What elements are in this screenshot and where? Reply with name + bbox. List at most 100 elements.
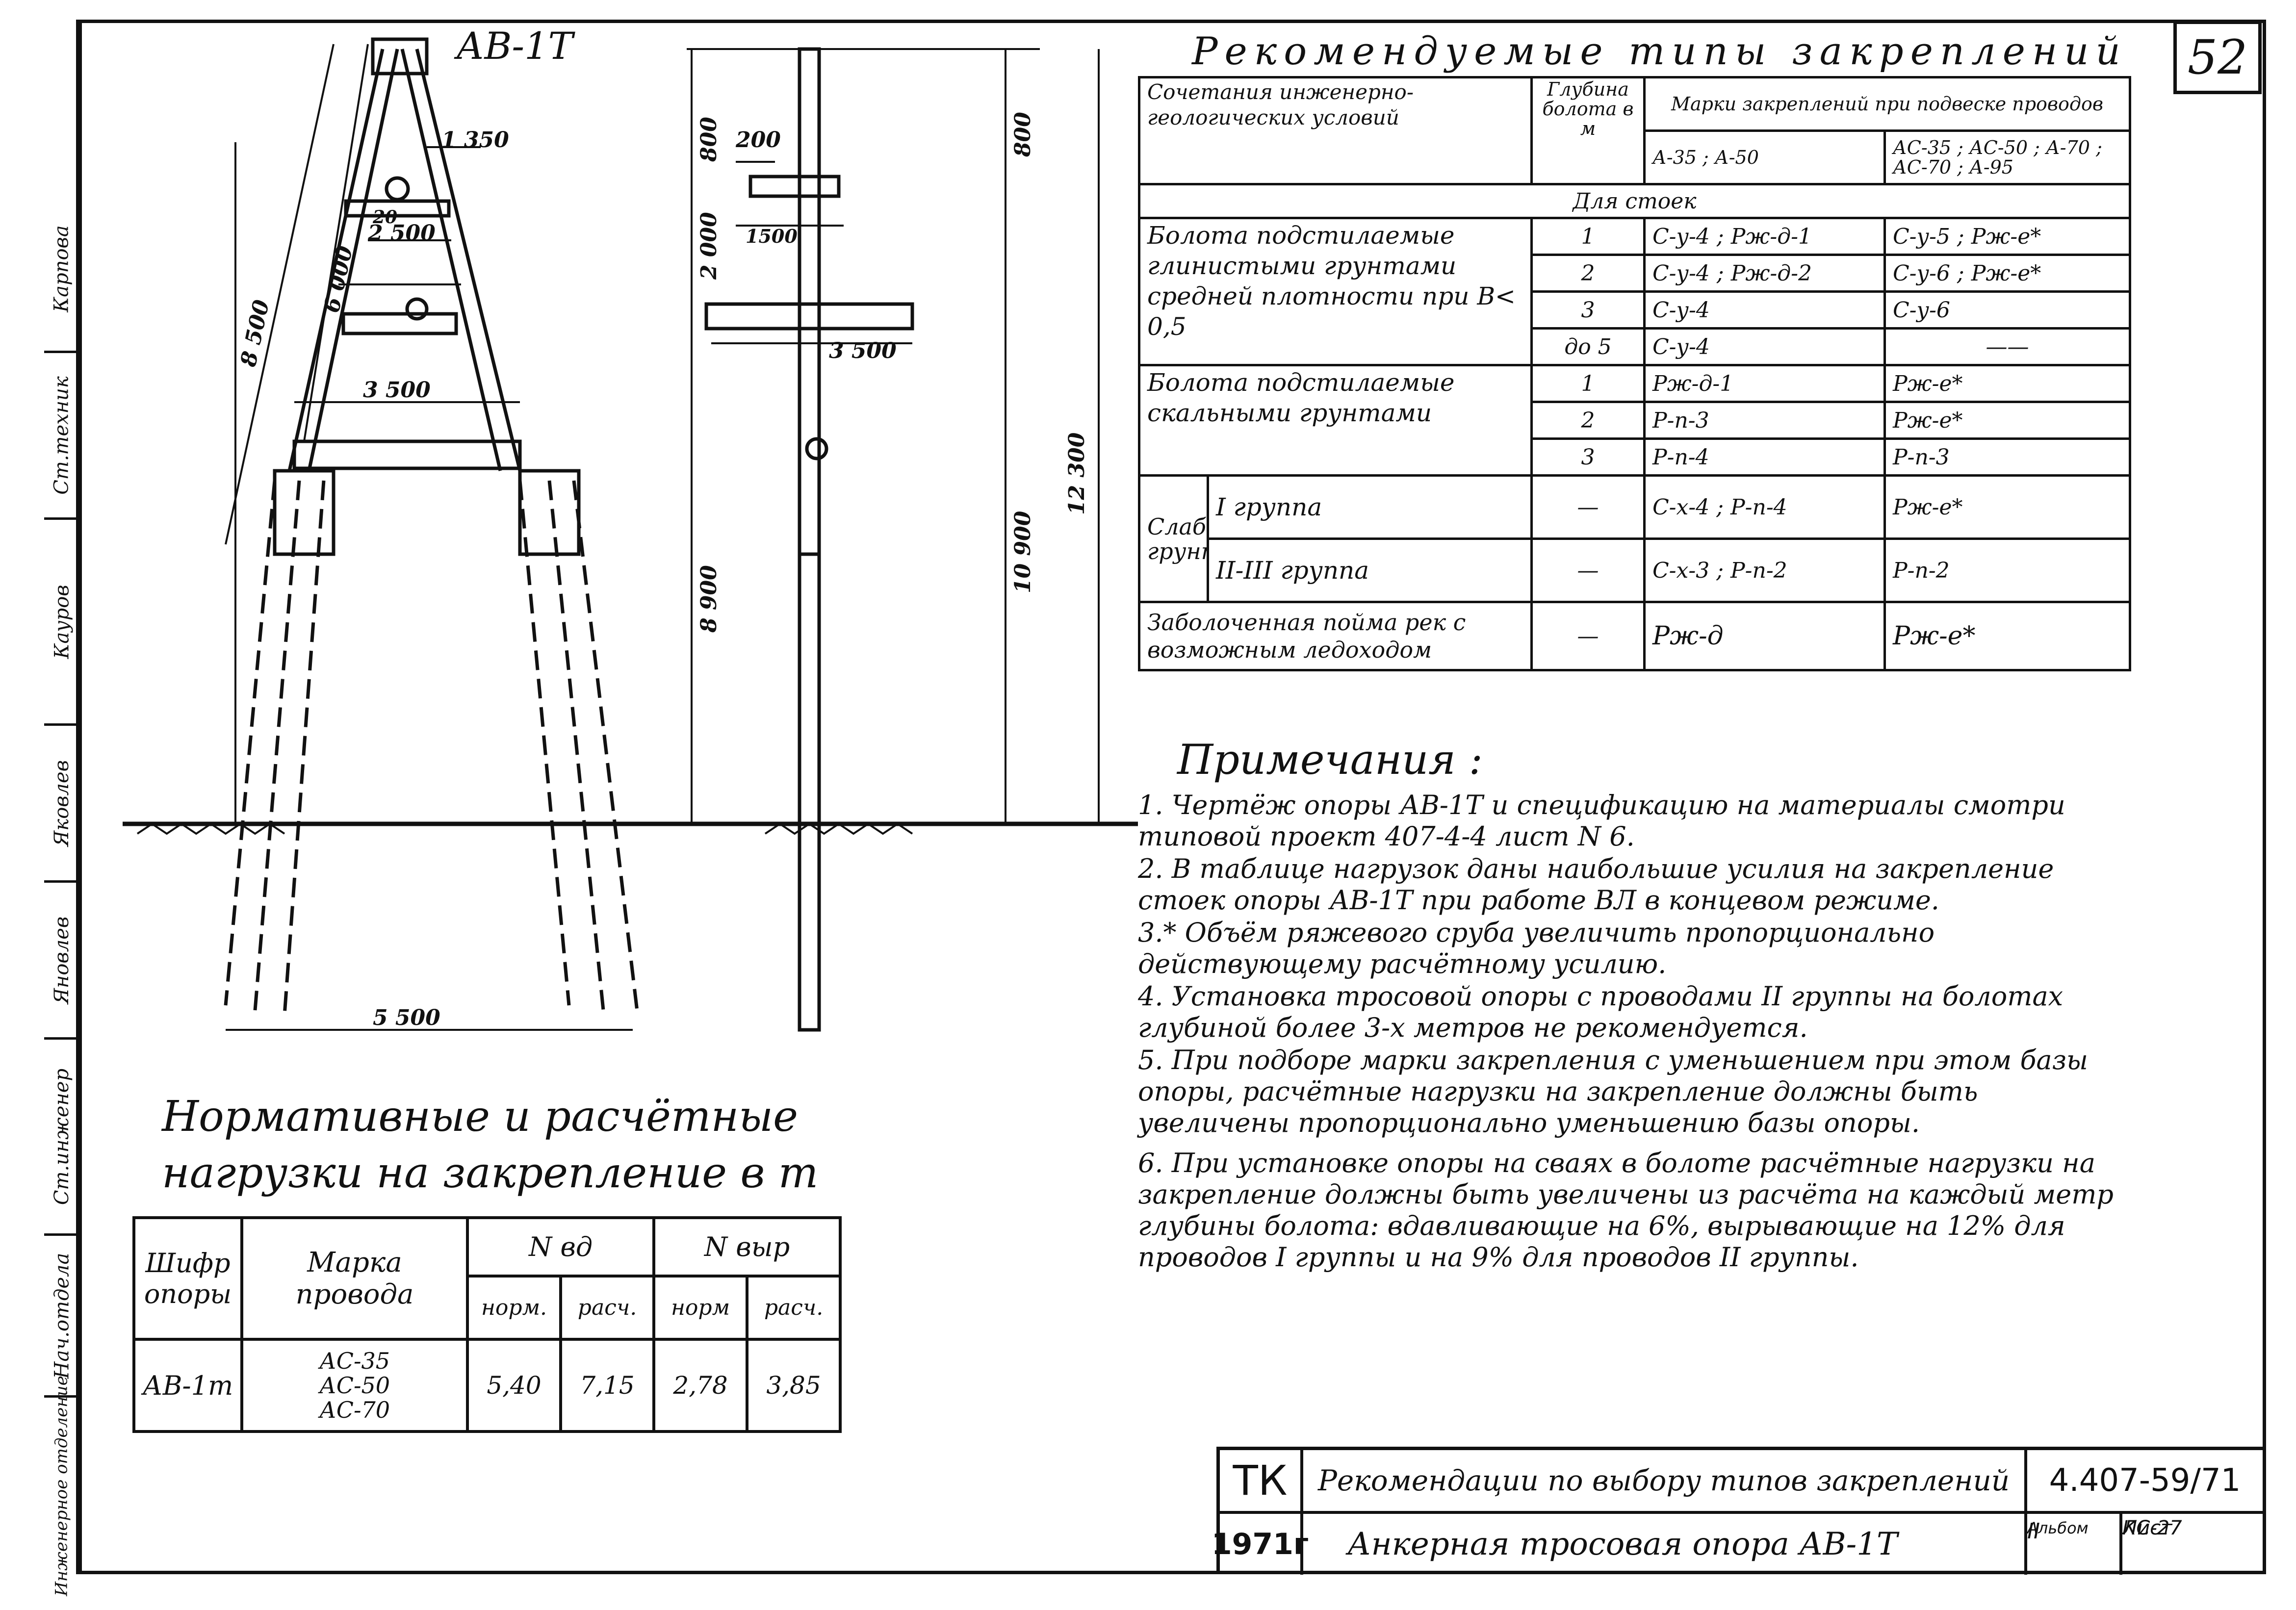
header-norm: норм. xyxy=(466,1274,562,1341)
mark-a-cell: С-х-3 ; Р-п-2 xyxy=(1643,537,1886,603)
mark-a-cell: Рж-д xyxy=(1643,601,1886,671)
mark-b-cell: С-у-6 ; Рж-е* xyxy=(1883,254,2132,293)
cell-code: АВ-1т xyxy=(132,1338,243,1433)
depth-cell: 2 xyxy=(1530,254,1646,293)
header-nvyr: N выр xyxy=(652,1216,842,1278)
depth-cell: 3 xyxy=(1530,290,1646,330)
stamp-sheet-value: КС-27 xyxy=(2122,1517,2182,1539)
recommended-table: Сочетания инженерно-геологических услови… xyxy=(1137,76,2132,671)
mark-a-cell: С-у-4 ; Рж-д-2 xyxy=(1643,254,1886,293)
header-calc: расч. xyxy=(559,1274,656,1341)
section-label: Для стоек xyxy=(1137,183,2132,219)
mark-a-cell: Р-п-3 xyxy=(1643,401,1886,440)
note-item: 3.* Объём ряжевого сруба увеличить пропо… xyxy=(1138,917,1935,979)
recommended-title: Рекомендуемые типы закреплений xyxy=(1192,29,2127,74)
sidebar-signatures: Карпова Ст.техник Кауров Яковлев Яновлев… xyxy=(44,20,79,1596)
sheet-frame xyxy=(78,20,2266,1574)
wire-mark: АС-70 xyxy=(319,1397,390,1423)
header-wire: Марка провода xyxy=(240,1216,469,1341)
depth-cell: — xyxy=(1530,601,1646,671)
loads-title-line: нагрузки на закрепление в т xyxy=(162,1149,819,1198)
note-item: 2. В таблице нагрузок даны наибольшие ус… xyxy=(1138,853,2054,916)
mark-a-cell: С-у-4 ; Рж-д-1 xyxy=(1643,217,1886,256)
mark-b-cell: Рж-е* xyxy=(1883,474,2132,540)
mark-a-cell: С-х-4 ; Р-п-4 xyxy=(1643,474,1886,540)
stamp-album-label: Альбом xyxy=(2027,1519,2089,1537)
sidebar-cell: Карпова xyxy=(44,186,79,353)
depth-cell: 1 xyxy=(1530,217,1646,256)
dim-label: 800 xyxy=(1010,112,1035,157)
title-block: ТК 1971г Рекомендации по выбору типов за… xyxy=(1212,1447,2266,1575)
dim-label: 20 xyxy=(372,207,397,228)
weak-soils-label: Слабые грунты xyxy=(1138,474,1209,603)
depth-cell: 2 xyxy=(1530,401,1646,440)
dim-label: 800 xyxy=(697,117,722,162)
sidebar-cell: Ст.инженер xyxy=(44,1040,79,1236)
depth-cell: 1 xyxy=(1530,364,1646,403)
dim-label: 8 900 xyxy=(697,565,722,633)
stamp-album-value: II xyxy=(2027,1519,2040,1544)
stamp-album: Альбом II xyxy=(2024,1514,2122,1575)
header-marks: Марки закреплений при подвеске проводов xyxy=(1643,76,2132,132)
sidebar-cell: Нач.отдела xyxy=(44,1236,79,1398)
condition-rock: Болота подстилаемые скальными грунтами xyxy=(1138,364,1533,477)
loads-table: Шифр опоры Марка провода N вд N выр норм… xyxy=(132,1216,842,1433)
mark-a-cell: С-у-4 xyxy=(1643,290,1886,330)
note-item: 5. При подборе марки закрепления с умень… xyxy=(1138,1045,2089,1138)
header-conditions: Сочетания инженерно-геологических услови… xyxy=(1138,76,1533,185)
header-code: Шифр опоры xyxy=(132,1216,243,1341)
depth-cell: до 5 xyxy=(1530,327,1646,366)
drawing-title: АВ-1Т xyxy=(454,24,575,68)
dim-label: 200 xyxy=(735,128,781,153)
dim-label: 3 500 xyxy=(829,338,897,363)
loads-title-line: Нормативные и расчётные xyxy=(162,1092,799,1141)
stamp-sheet: Лист КС-27 xyxy=(2122,1514,2263,1575)
depth-cell: 3 xyxy=(1530,437,1646,477)
header-col-a: А-35 ; А-50 xyxy=(1643,129,1886,185)
mark-b-cell: Рж-е* xyxy=(1883,601,2132,671)
note-item: 4. Установка тросовой опоры с проводами … xyxy=(1138,981,2064,1043)
note-item: 6. При установке опоры на сваях в болоте… xyxy=(1138,1148,2114,1273)
dim-label: 3 500 xyxy=(363,378,431,403)
cell-wires: АС-35 АС-50 АС-70 xyxy=(240,1338,469,1433)
stamp-year: 1971г xyxy=(1212,1514,1309,1575)
wire-mark: АС-50 xyxy=(319,1372,390,1399)
condition-clay: Болота подстилаемые глинистыми грунтами … xyxy=(1138,217,1533,366)
sidebar-cell: Яновлев xyxy=(44,883,79,1040)
dim-label: 12 300 xyxy=(1064,432,1089,515)
note-item: 1. Чертёж опоры АВ-1Т и спецификацию на … xyxy=(1138,790,2065,852)
mark-b-cell: С-у-5 ; Рж-е* xyxy=(1883,217,2132,256)
header-calc: расч. xyxy=(746,1274,842,1341)
dim-label: 2 000 xyxy=(697,212,722,280)
mark-a-cell: Р-п-4 xyxy=(1643,437,1886,477)
wire-mark: АС-35 xyxy=(319,1348,390,1374)
stamp-code: 4.407-59/71 xyxy=(2024,1450,2263,1514)
header-col-b: АС-35 ; АС-50 ; А-70 ; АС-70 ; А-95 xyxy=(1883,129,2132,185)
weak-group: II-III группа xyxy=(1207,537,1533,603)
dim-label: 6 000 xyxy=(319,244,358,315)
cell-value: 7,15 xyxy=(559,1338,656,1433)
mark-b-cell: —— xyxy=(1883,327,2132,366)
depth-cell: — xyxy=(1530,537,1646,603)
sidebar-cell: Яковлев xyxy=(44,726,79,883)
cell-value: 5,40 xyxy=(466,1338,562,1433)
dim-label: 2 500 xyxy=(367,221,436,246)
mark-b-cell: Рж-е* xyxy=(1883,401,2132,440)
cell-value: 2,78 xyxy=(652,1338,749,1433)
depth-cell: — xyxy=(1530,474,1646,540)
notes-title: Примечания : xyxy=(1177,736,1483,784)
cell-value: 3,85 xyxy=(746,1338,842,1433)
mark-b-cell: Р-п-2 xyxy=(1883,537,2132,603)
stamp-sheet-label: Лист xyxy=(2122,1517,2172,1539)
weak-group: I группа xyxy=(1207,474,1533,540)
dim-label: 1500 xyxy=(746,225,798,247)
header-norm: норм xyxy=(652,1274,749,1341)
mark-b-cell: Рж-е* xyxy=(1883,364,2132,403)
stamp-subtitle: Анкерная тросовая опора АВ-1Т xyxy=(1347,1526,1898,1562)
dim-label: 1 350 xyxy=(441,128,509,153)
mark-b-cell: Р-п-3 xyxy=(1883,437,2132,477)
sidebar-cell: Кауров xyxy=(44,520,79,726)
dim-label: 8 500 xyxy=(236,298,275,370)
mark-a-cell: С-у-4 xyxy=(1643,327,1886,366)
sidebar-cell: Ст.техник xyxy=(44,353,79,520)
